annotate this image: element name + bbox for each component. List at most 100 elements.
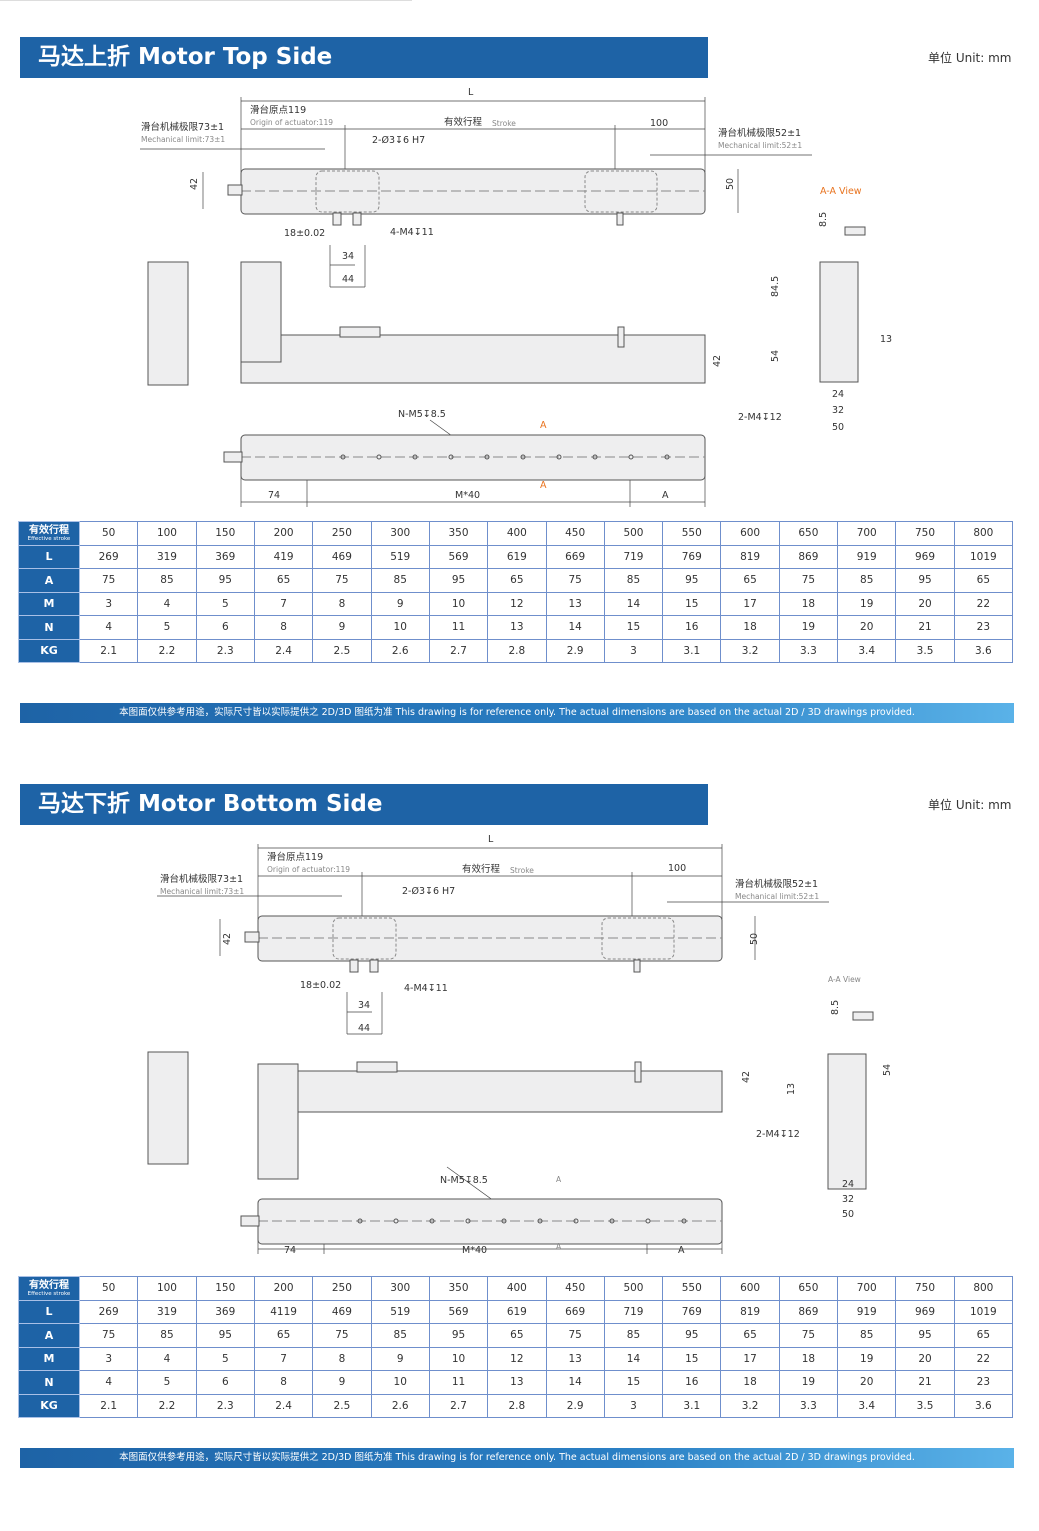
table-cell: 10 bbox=[428, 1346, 489, 1371]
table-cell: 85 bbox=[370, 568, 430, 593]
dim-label-mech-left-cn: 滑台机械极限73±1 bbox=[160, 873, 243, 885]
dim-label-m5: N-M5↧8.5 bbox=[440, 1175, 488, 1186]
stroke-value: 250 bbox=[312, 521, 372, 546]
table-cell: 2.3 bbox=[195, 1393, 255, 1418]
table-cell: 75 bbox=[312, 1323, 372, 1348]
table-cell: 5 bbox=[195, 1346, 255, 1371]
table-cell: 3.2 bbox=[720, 638, 780, 663]
table-cell: 14 bbox=[545, 615, 605, 640]
stroke-value: 500 bbox=[603, 1276, 664, 1301]
table-cell: 11 bbox=[428, 615, 489, 640]
table-cell: 2.9 bbox=[545, 1393, 605, 1418]
stroke-value: 400 bbox=[487, 1276, 547, 1301]
row-label: N bbox=[18, 1370, 80, 1395]
table-cell: 18 bbox=[778, 1346, 839, 1371]
stroke-value: 750 bbox=[895, 1276, 955, 1301]
dim-label-d50b: 50 bbox=[842, 1209, 854, 1220]
dim-label-m4-12: 2-M4↧12 bbox=[756, 1129, 800, 1140]
mounting-hole bbox=[501, 1218, 507, 1224]
table-cell: 65 bbox=[953, 568, 1014, 593]
mounting-hole bbox=[393, 1218, 399, 1224]
dim-label-d74: 74 bbox=[268, 490, 280, 501]
table-cell: 65 bbox=[720, 1323, 780, 1348]
stroke-value: 600 bbox=[720, 1276, 780, 1301]
table-cell: 10 bbox=[428, 591, 489, 616]
table-cell: 17 bbox=[720, 1346, 780, 1371]
dim-label-side42: 42 bbox=[741, 1071, 752, 1083]
table-cell: 9 bbox=[370, 1346, 430, 1371]
table-cell: 2.5 bbox=[312, 1393, 372, 1418]
mounting-hole bbox=[681, 1218, 687, 1224]
dim-label-pin-hole: 2-Ø3↧6 H7 bbox=[402, 886, 455, 897]
dim-label-d44: 44 bbox=[358, 1023, 370, 1034]
stroke-value: 50 bbox=[78, 521, 139, 546]
table-cell: 75 bbox=[545, 568, 605, 593]
stroke-value: 100 bbox=[137, 1276, 197, 1301]
stroke-header-en: Effective stroke bbox=[27, 1290, 71, 1297]
table-cell: 16 bbox=[662, 1370, 722, 1395]
table-cell: 3.4 bbox=[837, 638, 897, 663]
table-cell: 519 bbox=[370, 544, 430, 569]
dimension-lines bbox=[157, 844, 829, 1254]
table-cell: 95 bbox=[195, 568, 255, 593]
table-cell: 2.7 bbox=[428, 1393, 489, 1418]
table-cell: 19 bbox=[778, 615, 839, 640]
table-cell: 519 bbox=[370, 1299, 430, 1324]
stroke-value: 200 bbox=[253, 1276, 314, 1301]
unit-label: 单位 Unit: mm bbox=[928, 51, 1012, 65]
dim-label-origin-en: Origin of actuator:119 bbox=[250, 118, 333, 127]
table-cell: 19 bbox=[837, 1346, 897, 1371]
table-cell: 2.7 bbox=[428, 638, 489, 663]
dim-label-stroke-cn: 有效行程 bbox=[462, 863, 501, 875]
dim-label-d34: 34 bbox=[358, 1000, 370, 1011]
table-cell: 95 bbox=[195, 1323, 255, 1348]
table-cell: 15 bbox=[603, 615, 664, 640]
table-cell: 3.1 bbox=[662, 638, 722, 663]
section-title: 马达上折 Motor Top Side bbox=[20, 37, 708, 78]
mounting-hole bbox=[592, 454, 598, 460]
mounting-hole bbox=[484, 454, 490, 460]
table-cell: 3 bbox=[603, 1393, 664, 1418]
table-cell: 2.9 bbox=[545, 638, 605, 663]
table-cell: 419 bbox=[253, 544, 314, 569]
dim-label-d13: 13 bbox=[880, 334, 892, 345]
table-cell: 2.1 bbox=[78, 638, 139, 663]
mounting-hole bbox=[628, 454, 634, 460]
top-divider bbox=[0, 0, 412, 1]
table-cell: 3 bbox=[603, 638, 664, 663]
table-cell: 769 bbox=[662, 1299, 722, 1324]
mounting-hole bbox=[537, 1218, 543, 1224]
dim-label-a-bot: A bbox=[540, 480, 547, 491]
table-cell: 8 bbox=[312, 1346, 372, 1371]
table-cell: 3.2 bbox=[720, 1393, 780, 1418]
table-cell: 2.5 bbox=[312, 638, 372, 663]
table-cell: 919 bbox=[837, 544, 897, 569]
table-cell: 20 bbox=[837, 1370, 897, 1395]
table-cell: 1019 bbox=[953, 1299, 1014, 1324]
table-cell: 669 bbox=[545, 1299, 605, 1324]
stroke-value: 650 bbox=[778, 521, 839, 546]
table-cell: 2.4 bbox=[253, 638, 314, 663]
table-cell: 20 bbox=[895, 591, 955, 616]
mounting-hole bbox=[429, 1218, 435, 1224]
dim-label-side42: 42 bbox=[712, 355, 723, 367]
table-cell: 85 bbox=[603, 1323, 664, 1348]
dim-label-aa-view: A-A View bbox=[828, 975, 861, 984]
stroke-value: 150 bbox=[195, 1276, 255, 1301]
stroke-header-cn: 有效行程 bbox=[29, 524, 69, 536]
table-cell: 20 bbox=[895, 1346, 955, 1371]
table-cell: 3.3 bbox=[778, 638, 839, 663]
stroke-value: 400 bbox=[487, 521, 547, 546]
table-cell: 619 bbox=[487, 1299, 547, 1324]
mounting-hole bbox=[520, 454, 526, 460]
table-cell: 75 bbox=[78, 568, 139, 593]
stroke-value: 500 bbox=[603, 521, 664, 546]
row-label: L bbox=[18, 1299, 80, 1324]
